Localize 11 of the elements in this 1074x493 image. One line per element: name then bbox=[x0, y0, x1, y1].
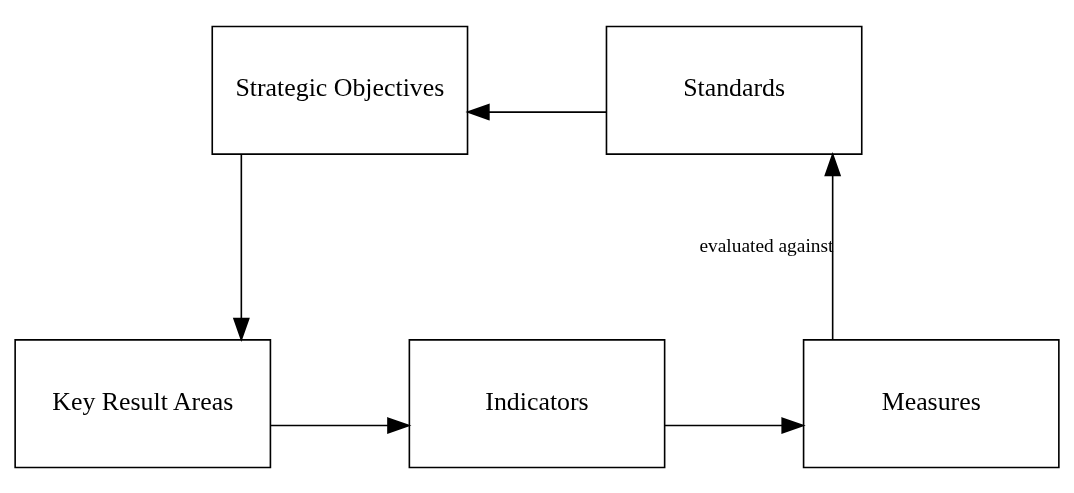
node-box: Indicators bbox=[408, 338, 666, 468]
arrow bbox=[465, 103, 607, 121]
arrow bbox=[269, 416, 412, 434]
node-box: Strategic Objectives bbox=[211, 25, 469, 155]
arrow bbox=[232, 153, 250, 342]
arrow bbox=[824, 151, 842, 340]
node-box: Key Result Areas bbox=[14, 338, 272, 468]
node-box: Measures bbox=[802, 338, 1060, 468]
node-box: Standards bbox=[605, 25, 863, 155]
arrow bbox=[664, 416, 806, 434]
edge-label: evaluated against bbox=[699, 234, 834, 256]
